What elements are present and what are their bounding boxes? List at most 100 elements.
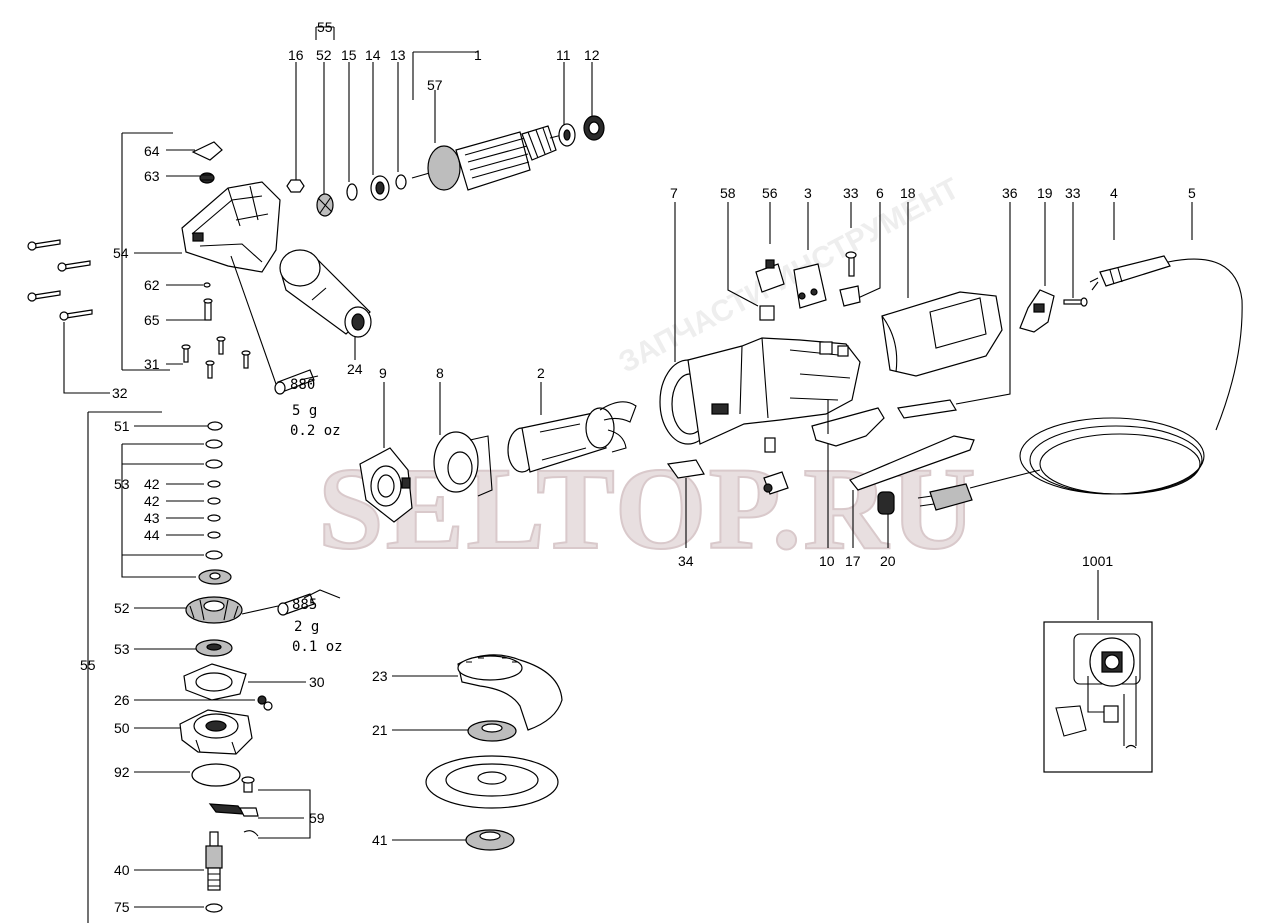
- callout-34: 34: [678, 553, 694, 569]
- bearing-part: [558, 123, 576, 147]
- screw-part: [1063, 297, 1088, 307]
- washer-part: [205, 550, 223, 560]
- washer-part: [205, 903, 223, 913]
- callout-13: 13: [390, 47, 406, 63]
- washer-part: [207, 421, 223, 431]
- pin-part: [203, 298, 213, 321]
- callout-23: 23: [372, 668, 388, 684]
- gasket-part: [183, 663, 247, 701]
- grease-885-oz: 0.1 oz: [292, 639, 343, 655]
- washer-part: [205, 439, 223, 449]
- callout-41: 41: [372, 832, 388, 848]
- callout-1: 1: [474, 47, 482, 63]
- o-ring-part: [191, 763, 241, 787]
- callout-63: 63: [144, 168, 160, 184]
- callout-53: 53: [114, 476, 130, 492]
- washer-part: [207, 531, 221, 539]
- callout-2: 2: [537, 365, 545, 381]
- callout-14: 14: [365, 47, 381, 63]
- callout-12: 12: [584, 47, 600, 63]
- grease-885-weight: 2 g: [294, 619, 319, 635]
- callout-59: 59: [309, 810, 325, 826]
- callout-8: 8: [436, 365, 444, 381]
- callout-62: 62: [144, 277, 160, 293]
- drive-flange-part: [198, 569, 232, 585]
- watermark: ЗАПЧАСТИ-ИНСТРУМЕНТ SELTOP.RU: [317, 172, 978, 575]
- brush-part: [764, 437, 776, 453]
- bearing-cap-part: [583, 115, 605, 141]
- spindle-part: [205, 831, 223, 891]
- callout-26: 26: [114, 692, 130, 708]
- carbon-brush-part: [759, 305, 775, 321]
- switch-part: [793, 263, 827, 309]
- screws-part: [27, 239, 93, 321]
- callout-55: 55: [80, 657, 96, 673]
- washer-part: [207, 480, 221, 488]
- callout-21: 21: [372, 722, 388, 738]
- cable-clamp-part: [1019, 289, 1055, 333]
- stator-part: [507, 401, 637, 473]
- guard-and-disc-group: 23 21 41: [372, 654, 563, 851]
- washer-part: [207, 514, 221, 522]
- callout-4: 4: [1110, 185, 1118, 201]
- wheel-guard-part: [457, 654, 563, 731]
- spring-part: [199, 172, 215, 184]
- callout-52: 52: [316, 47, 332, 63]
- callout-31: 31: [144, 356, 160, 372]
- callout-16: 16: [288, 47, 304, 63]
- slide-button-part: [877, 491, 895, 515]
- nut-part: [286, 179, 305, 193]
- callout-54: 54: [113, 245, 129, 261]
- callout-33: 33: [843, 185, 859, 201]
- grease-tube-part: [277, 593, 315, 616]
- watermark-text: SELTOP.RU: [318, 443, 978, 574]
- callout-42: 42: [144, 476, 160, 492]
- callout-7: 7: [670, 185, 678, 201]
- armature-part: [411, 125, 567, 191]
- washer-part: [395, 174, 407, 190]
- switch-rod-part: [811, 407, 885, 447]
- callout-55: 55: [317, 19, 333, 35]
- bevel-gear-part: [185, 596, 243, 624]
- callout-42: 42: [144, 493, 160, 509]
- gear-stack-group: 51 53 42 42 43 44 52 53 30 26 50 92 59 4…: [80, 411, 343, 923]
- motor-housing-part: [659, 337, 861, 445]
- brush-ring-part: [359, 447, 413, 523]
- screw-part: [845, 251, 857, 277]
- wiring-diagram-inset: 1001: [1043, 553, 1153, 773]
- grinding-disc-part: [425, 755, 559, 809]
- power-cable-part: [917, 258, 1243, 511]
- callout-17: 17: [845, 553, 861, 569]
- callout-64: 64: [144, 143, 160, 159]
- armature-group: 55 16 52 15 14 13 1 57 11 12: [286, 19, 605, 217]
- callout-52: 52: [114, 600, 130, 616]
- cable-and-cover-group: 7 58 56 3 33 6 18 36 19 33 4 5: [670, 185, 1243, 511]
- callout-24: 24: [347, 361, 363, 377]
- washer-part: [205, 459, 223, 469]
- gear-cover-part: [179, 709, 253, 755]
- grease-880-weight: 5 g: [292, 403, 317, 419]
- screws-part: [181, 336, 251, 379]
- callout-9: 9: [379, 365, 387, 381]
- callout-43: 43: [144, 510, 160, 526]
- bearing-part: [370, 175, 390, 201]
- callout-5: 5: [1188, 185, 1196, 201]
- grease-880-oz: 0.2 oz: [290, 423, 341, 439]
- callout-36: 36: [1002, 185, 1018, 201]
- clamping-nut-part: [465, 829, 515, 851]
- callout-40: 40: [114, 862, 130, 878]
- cable-sleeve-part: [1089, 255, 1171, 291]
- callout-1001: 1001: [1082, 553, 1113, 569]
- callout-33: 33: [1065, 185, 1081, 201]
- lock-button-part: [191, 141, 223, 161]
- callout-44: 44: [144, 527, 160, 543]
- grease-tube-part: [274, 369, 315, 395]
- callout-57: 57: [427, 77, 443, 93]
- air-guide-part: [433, 431, 493, 497]
- side-handle-part: [279, 249, 372, 338]
- rear-cover-part: [881, 291, 1003, 377]
- o-ring-part: [203, 282, 211, 288]
- washer-part: [207, 497, 221, 505]
- callout-92: 92: [114, 764, 130, 780]
